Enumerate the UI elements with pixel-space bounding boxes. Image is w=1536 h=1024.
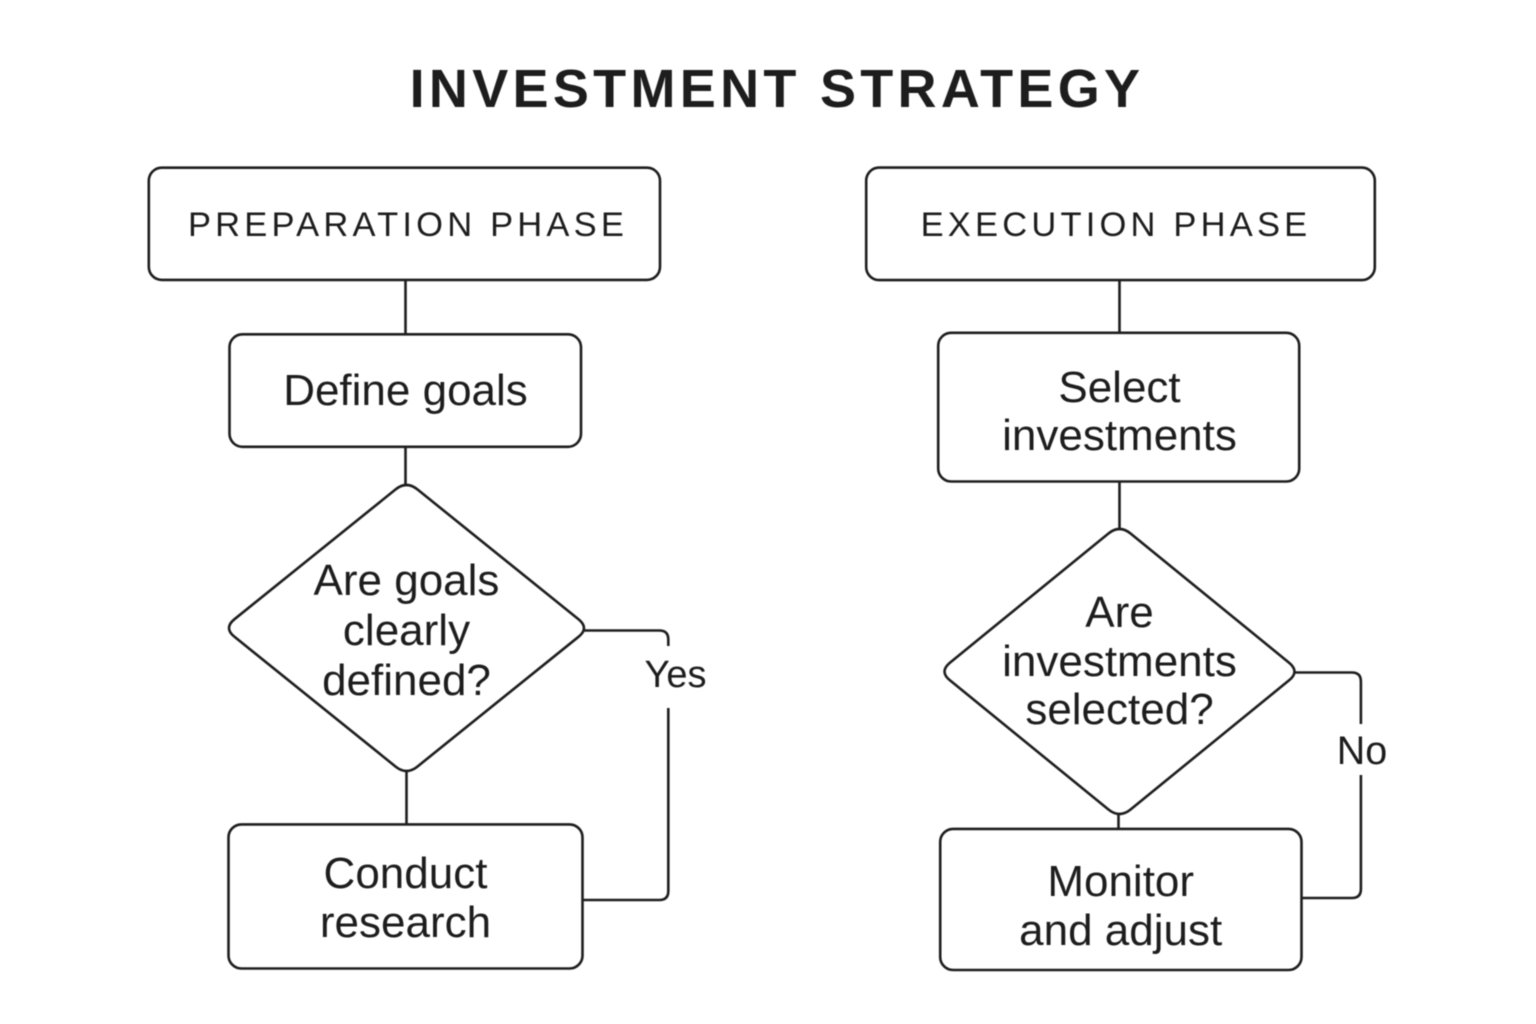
svg-text:defined?: defined? [322, 656, 491, 705]
svg-text:Monitor: Monitor [1047, 857, 1194, 906]
svg-text:Are: Are [1085, 588, 1153, 637]
svg-text:INVESTMENT STRATEGY: INVESTMENT STRATEGY [410, 59, 1145, 119]
svg-text:Select: Select [1058, 363, 1180, 412]
svg-text:PREPARATION PHASE: PREPARATION PHASE [188, 206, 628, 244]
svg-text:Are goals: Are goals [314, 556, 500, 605]
svg-text:Conduct: Conduct [324, 849, 488, 898]
svg-text:clearly: clearly [343, 606, 470, 655]
svg-text:Define goals: Define goals [283, 366, 528, 415]
svg-text:EXECUTION PHASE: EXECUTION PHASE [921, 206, 1312, 244]
svg-text:research: research [320, 898, 491, 947]
svg-text:Yes: Yes [645, 654, 707, 696]
svg-text:No: No [1337, 729, 1388, 773]
svg-text:investments: investments [1002, 637, 1237, 686]
svg-text:selected?: selected? [1025, 685, 1213, 734]
svg-text:and adjust: and adjust [1019, 906, 1222, 955]
svg-text:investments: investments [1002, 411, 1237, 460]
